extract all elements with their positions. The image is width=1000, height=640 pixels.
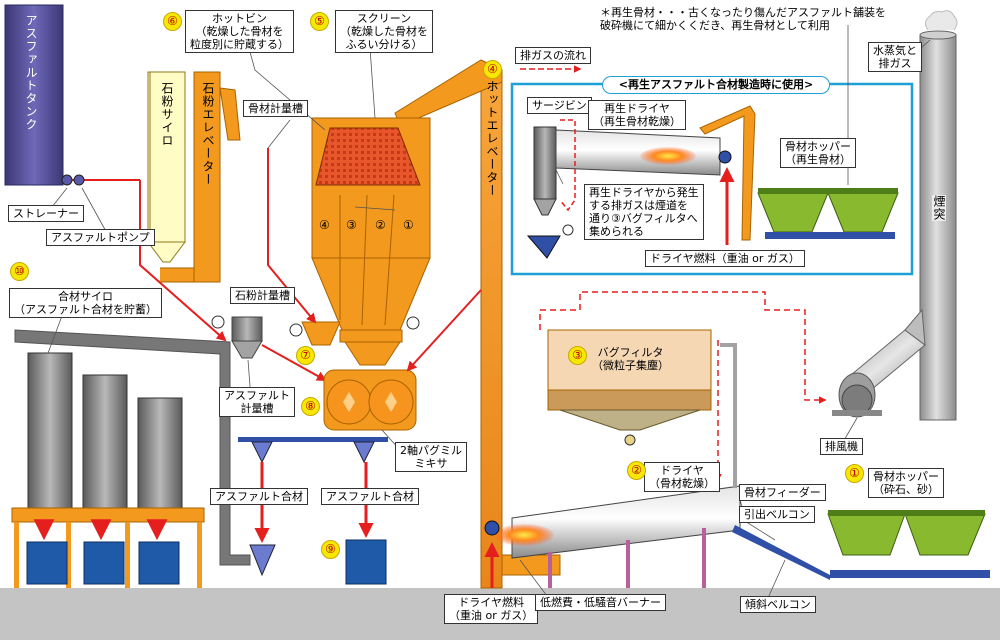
bin-label-2: ② (375, 218, 386, 232)
screen-label: スクリーン （乾燥した骨材を ふるい分ける） (335, 10, 433, 53)
pugmill-mixer (323, 369, 417, 431)
hot-elevator (394, 59, 561, 589)
truck-1 (26, 541, 68, 585)
step-3-marker: ③ (568, 346, 587, 365)
dryer-fuel-top-label: ドライヤ燃料（重油 or ガス） (645, 250, 805, 267)
asphalt-meter-label: アスファルト 計量槽 (219, 387, 295, 417)
step-4-marker: ④ (483, 60, 502, 79)
extraction-belt-label: 引出ベルコン (739, 506, 815, 523)
asphalt-mix-label-1: アスファルト合材 (210, 488, 308, 505)
step-6-marker: ⑥ (163, 12, 182, 31)
chimney-label: 煙突 (932, 195, 946, 221)
truck-3 (138, 541, 180, 585)
dryer-label: ドライヤ （骨材乾燥） (644, 462, 720, 492)
inclined-belt-label: 傾斜ベルコン (740, 596, 816, 613)
strainer-label: ストレーナー (8, 205, 84, 222)
pump-icon (73, 174, 85, 186)
steam-plume (924, 10, 958, 31)
dryer-fuel-bottom-label: ドライヤ燃料 （重油 or ガス） (444, 594, 539, 624)
asphalt-tank-label: アスファルトタンク (24, 14, 38, 131)
bin-label-4: ④ (319, 218, 330, 232)
step-2-marker: ② (627, 461, 646, 480)
mix-silo-label: 合材サイロ （アスファルト合材を貯蓄） (9, 288, 162, 318)
asphalt-pump-label: アスファルトポンプ (46, 229, 155, 246)
exhaust-fan-label: 排風機 (820, 438, 863, 455)
aggregate-meter-feed (267, 148, 317, 324)
burner-label: 低燃費・低騒音バーナー (535, 594, 666, 611)
aggregate-hopper-recycled-label: 骨材ホッパー （再生骨材） (780, 138, 856, 168)
stone-powder-meter (211, 315, 420, 381)
asphalt-tank (4, 4, 64, 186)
chimney (919, 10, 958, 421)
asphalt-mix-label-2: アスファルト合材 (321, 488, 419, 505)
recycled-aggregate-note: ＊再生骨材・・・古くなったり傷んだアスファルト舗装を 破砕機にて細かくくだき、再… (600, 6, 886, 32)
hot-bin-label: ホットビン （乾燥した骨材を 粒度別に貯蔵する） (185, 10, 294, 53)
recycled-section-title: <再生アスファルト合材製造時に使用> (602, 76, 830, 94)
pugmill-mixer-label: 2軸パグミル ミキサ (395, 442, 467, 472)
aggregate-meter-label: 骨材計量槽 (243, 100, 308, 117)
main-dryer (484, 340, 741, 588)
stone-powder-meter-label: 石粉計量槽 (230, 287, 295, 304)
aggregate-feeder-label: 骨材フィーダー (739, 484, 826, 501)
stone-powder-silo (147, 71, 186, 263)
surge-bin-label: サージビン (527, 97, 592, 114)
truck-2 (83, 541, 125, 585)
stone-powder-elevator-label: 石粉エレベーター (201, 82, 215, 186)
hot-bin-tower (301, 117, 431, 366)
strainer-icon (61, 174, 73, 186)
burner-icon (484, 520, 500, 536)
recycle-dryer-label: 再生ドライヤ （再生骨材乾燥） (588, 100, 686, 130)
stone-powder-silo-label: 石粉サイロ (160, 82, 174, 147)
hot-elevator-label: ホットエレベーター (485, 80, 499, 197)
aggregate-hopper-crushed-label: 骨材ホッパー （砕石、砂） (868, 468, 944, 498)
stone-powder-elevator (160, 71, 241, 283)
bin-label-3: ③ (346, 218, 357, 232)
step-7-marker: ⑦ (296, 346, 315, 365)
legend-label: 排ガスの流れ (515, 47, 591, 64)
truck-4 (345, 539, 387, 585)
steam-exhaust-label: 水蒸気と 排ガス (868, 42, 922, 72)
strainer-pump (61, 174, 227, 342)
recycle-exhaust-note: 再生ドライヤから発生 する排ガスは煙道を 通り③バグフィルタへ 集められる (584, 184, 704, 240)
step-8-marker: ⑧ (301, 397, 320, 416)
exhaust-flow-path (539, 291, 827, 404)
aggregate-hopper-crushed (827, 510, 986, 556)
hot-elevator-to-mixer (406, 289, 482, 372)
exhaust-duct (832, 308, 926, 418)
bag-filter-label: バグフィルタ （微粒子集塵） (592, 346, 669, 372)
mix-silo (11, 352, 387, 588)
recycled-dryer (526, 105, 756, 259)
step-9-marker: ⑨ (321, 540, 340, 559)
aggregate-hopper-recycled (757, 188, 899, 239)
step-1-marker: ① (845, 464, 864, 483)
bin-label-1: ① (403, 218, 414, 232)
step-5-marker: ⑤ (310, 12, 329, 31)
step-10-marker: ⑩ (10, 262, 29, 281)
belt-conveyors (732, 525, 990, 580)
screen-grate (315, 127, 421, 186)
